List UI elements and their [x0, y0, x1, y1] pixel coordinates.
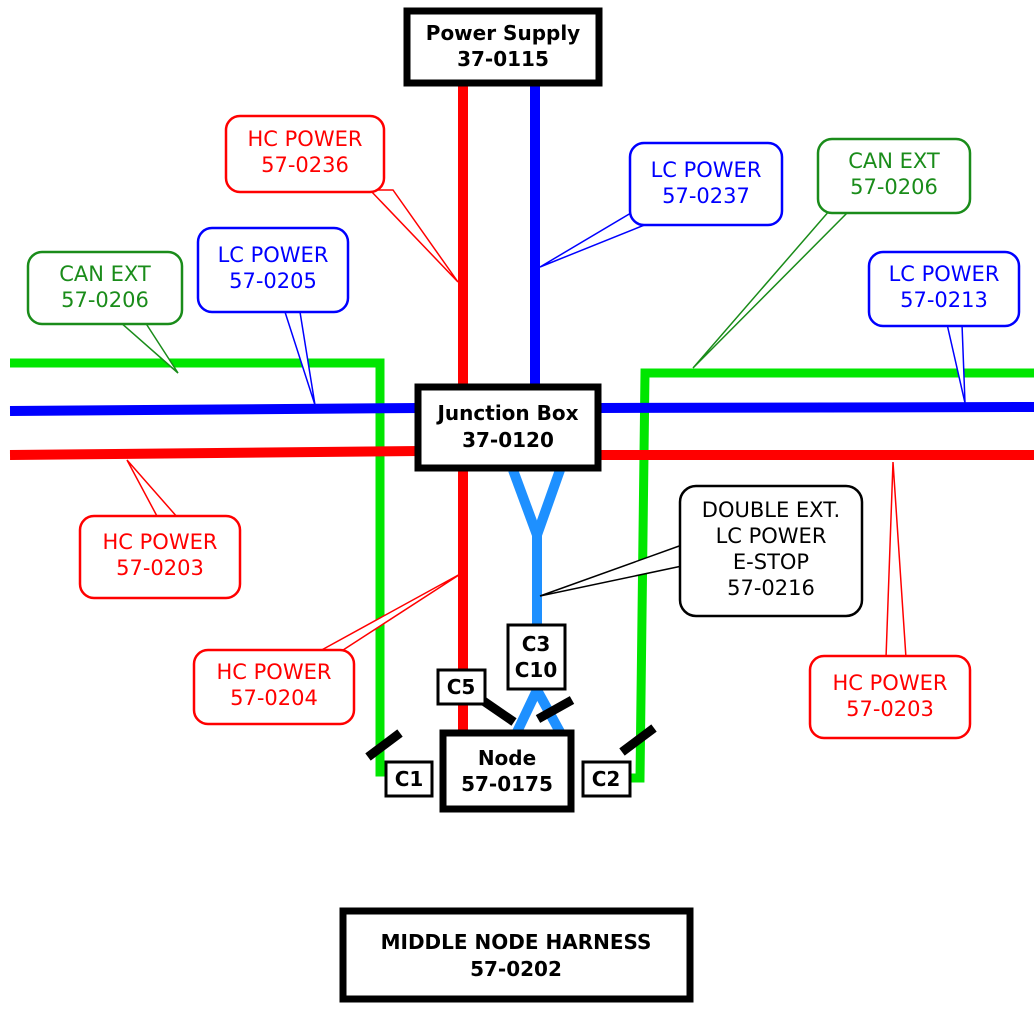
box-title: Junction Box	[435, 401, 578, 425]
callout-label: HC POWER	[833, 671, 948, 695]
callout-hc-power-0236: HC POWER 57-0236	[224, 114, 386, 194]
callout-part-number: 57-0206	[850, 175, 938, 199]
callout-label: HC POWER	[217, 660, 332, 684]
callout-hc-power-0203-right: HC POWER 57-0203	[808, 654, 972, 740]
c5-tick	[479, 696, 517, 726]
box-part-number: 37-0120	[462, 428, 554, 452]
callout-label: HC POWER	[248, 127, 363, 151]
callout-lc-power-0213: LC POWER 57-0213	[867, 250, 1021, 328]
estop-wire-y-left	[508, 468, 542, 537]
node-box: Node 57-0175	[439, 729, 575, 813]
callout-part-number: 57-0213	[900, 288, 988, 312]
power-supply-box: Power Supply 37-0115	[403, 7, 603, 87]
connector-label: C5	[447, 675, 476, 699]
estop-wire-split	[512, 687, 542, 735]
callout-part-number: 57-0205	[229, 269, 317, 293]
box-part-number: 57-0175	[461, 772, 553, 796]
pointer-lc-0213	[946, 323, 966, 404]
harness-part-number: 57-0202	[470, 957, 562, 981]
c1-tick	[365, 729, 403, 761]
pointer-hc-0203-right	[885, 461, 907, 659]
connector-label-2: C10	[515, 658, 558, 682]
callout-part-number: 57-0203	[116, 556, 204, 580]
connector-label: C2	[592, 767, 621, 791]
callout-part-number: 57-0237	[662, 184, 750, 208]
callout-can-ext-0206-left: CAN EXT 57-0206	[26, 250, 184, 326]
estop-wire-y-right	[532, 468, 565, 537]
c2-tick	[619, 724, 657, 756]
callout-double-ext-estop: DOUBLE EXT. LC POWER E-STOP 57-0216	[678, 484, 864, 618]
callout-label: DOUBLE EXT.	[702, 498, 840, 522]
connector-c3-c10: C3 C10	[506, 623, 567, 691]
callout-part-number: 57-0216	[727, 576, 815, 600]
pointer-hc-0203-left	[126, 459, 180, 519]
pointer-can-right	[692, 209, 852, 369]
connector-c5: C5	[436, 668, 487, 706]
box-part-number: 37-0115	[457, 47, 549, 71]
connector-c2: C2	[581, 760, 632, 798]
c3-tick	[535, 696, 575, 723]
callout-label: CAN EXT	[59, 262, 151, 286]
lc-wire-left	[9, 403, 421, 416]
can-wire-right	[628, 368, 1034, 783]
callout-label-3: E-STOP	[733, 550, 809, 574]
connector-c1: C1	[384, 760, 434, 798]
lc-wire-right	[597, 402, 1034, 413]
callout-hc-power-0203-left: HC POWER 57-0203	[78, 514, 242, 600]
callout-part-number: 57-0206	[61, 288, 149, 312]
callout-label: HC POWER	[103, 530, 218, 554]
callout-lc-power-0237: LC POWER 57-0237	[628, 141, 784, 227]
box-title: Node	[478, 746, 536, 770]
callout-label: LC POWER	[889, 262, 1000, 286]
callout-lc-power-0205: LC POWER 57-0205	[196, 226, 350, 314]
callout-part-number: 57-0236	[261, 153, 349, 177]
callout-label: CAN EXT	[848, 149, 940, 173]
pointer-hc-0236	[368, 189, 459, 283]
pointer-hc-0204	[317, 572, 463, 653]
callout-hc-power-0204: HC POWER 57-0204	[192, 648, 356, 726]
callout-part-number: 57-0204	[230, 686, 318, 710]
pointer-double-ext	[539, 543, 683, 597]
callout-part-number: 57-0203	[846, 697, 934, 721]
connector-label: C1	[395, 767, 424, 791]
callout-label-2: LC POWER	[716, 524, 827, 548]
connector-label: C3	[522, 632, 551, 656]
hc-wire-left	[9, 446, 421, 460]
callout-label: LC POWER	[651, 158, 762, 182]
callout-can-ext-0206-right: CAN EXT 57-0206	[816, 137, 972, 215]
harness-title-box: MIDDLE NODE HARNESS 57-0202	[339, 907, 694, 1003]
callout-label: LC POWER	[218, 243, 329, 267]
box-title: Power Supply	[426, 21, 580, 45]
junction-box: Junction Box 37-0120	[414, 383, 602, 472]
harness-title: MIDDLE NODE HARNESS	[381, 930, 652, 954]
